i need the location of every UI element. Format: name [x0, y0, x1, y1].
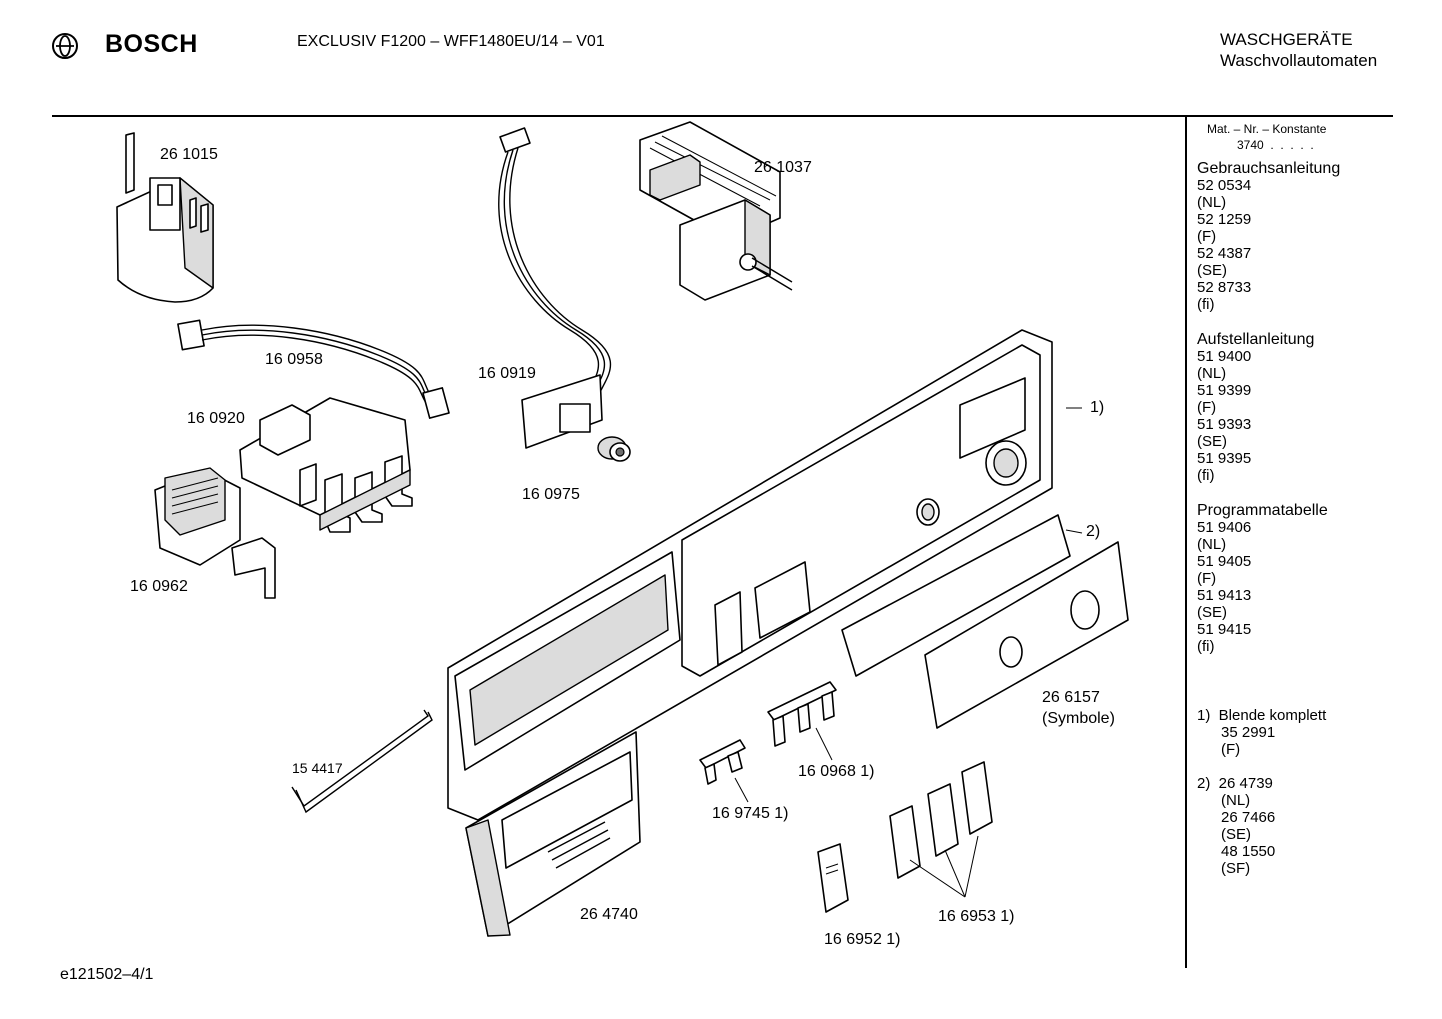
doc-number: 52 1259 — [1197, 211, 1252, 228]
note-label: 1) Blende komplett — [1197, 707, 1327, 724]
subcategory-title: Waschvollautomaten — [1220, 51, 1378, 70]
sidebar-section-gebrauchsanleitung: Gebrauchsanleitung 52 0534 (NL) 52 1259 … — [1197, 160, 1340, 313]
sidebar-note-2: 2) 26 4739 (NL) 26 7466 (SE) 48 1550 (SF… — [1197, 775, 1275, 877]
part-261037-control-module — [639, 121, 793, 301]
mat-number-value: 3740 . . . . . — [1237, 138, 1314, 152]
doc-language: (fi) — [1197, 296, 1215, 313]
label-169745: 16 9745 1) — [712, 805, 789, 822]
label-266157-note: (Symbole) — [1042, 710, 1115, 727]
part-160968-clips — [767, 681, 837, 747]
part-166953-buttons — [889, 761, 993, 879]
bosch-logo: BOSCH — [50, 30, 200, 62]
doc-language: (fi) — [1197, 638, 1215, 655]
note-line: (F) — [1221, 741, 1241, 758]
note-label: 2) 26 4739 — [1197, 775, 1273, 792]
part-261015-filter — [116, 132, 214, 303]
section-title: Aufstellanleitung — [1197, 331, 1315, 348]
part-160920-switch-block — [239, 397, 413, 533]
leader-lines — [734, 407, 1083, 898]
doc-language: (NL) — [1197, 365, 1227, 382]
doc-number: 51 9400 — [1197, 348, 1252, 365]
doc-language: (fi) — [1197, 467, 1215, 484]
part-266157-symbol-panel — [924, 541, 1129, 729]
doc-number: 52 8733 — [1197, 279, 1252, 296]
doc-language: (NL) — [1197, 536, 1227, 553]
part-154417-rod — [291, 709, 433, 814]
diagram-code: e121502–4/1 — [60, 966, 154, 983]
sidebar-section-programmatabelle: Programmatabelle 51 9406 (NL) 51 9405 (F… — [1197, 502, 1328, 655]
doc-number: 51 9413 — [1197, 587, 1252, 604]
label-166952: 16 6952 1) — [824, 931, 901, 948]
label-ref1: 1) — [1090, 399, 1105, 416]
doc-language: (SE) — [1197, 604, 1227, 621]
note-line: (SF) — [1221, 860, 1251, 877]
category-title: WASCHGERÄTE — [1220, 30, 1353, 49]
label-166953: 16 6953 1) — [938, 908, 1015, 925]
label-ref2: 2) — [1086, 523, 1101, 540]
part-160919-pcb-cable — [498, 127, 612, 449]
note-line: 35 2991 — [1221, 724, 1276, 741]
label-154417: 15 4417 — [292, 760, 343, 776]
label-160920: 16 0920 — [187, 410, 245, 427]
label-160962: 16 0962 — [130, 578, 188, 595]
label-261037: 26 1037 — [754, 159, 812, 176]
part-264740-drawer-front — [465, 731, 641, 937]
section-title: Gebrauchsanleitung — [1197, 160, 1341, 177]
label-160975: 16 0975 — [522, 486, 580, 503]
note-line: 26 7466 — [1221, 809, 1276, 826]
doc-language: (SE) — [1197, 262, 1227, 279]
note-line: 48 1550 — [1221, 843, 1276, 860]
label-264740: 26 4740 — [580, 906, 638, 923]
doc-number: 51 9415 — [1197, 621, 1252, 638]
doc-number: 51 9393 — [1197, 416, 1252, 433]
label-266157: 26 6157 — [1042, 689, 1100, 706]
sidebar-section-aufstellanleitung: Aufstellanleitung 51 9400 (NL) 51 9399 (… — [1197, 331, 1314, 484]
label-160968: 16 0968 1) — [798, 763, 875, 780]
part-160958-cable — [177, 319, 450, 419]
part-symbol-strip — [841, 514, 1071, 677]
part-160962-module — [154, 467, 276, 599]
doc-language: (NL) — [1197, 194, 1227, 211]
model-title: EXCLUSIV F1200 – WFF1480EU/14 – V01 — [297, 33, 605, 50]
sidebar-note-1: 1) Blende komplett 35 2991 (F) — [1197, 707, 1326, 758]
doc-number: 52 0534 — [1197, 177, 1252, 194]
note-line: (NL) — [1221, 792, 1251, 809]
part-166952-button — [817, 843, 849, 913]
label-160919: 16 0919 — [478, 365, 536, 382]
doc-number: 52 4387 — [1197, 245, 1252, 262]
part-control-panel — [447, 329, 1053, 821]
bosch-armature-icon — [52, 33, 78, 59]
doc-number: 51 9405 — [1197, 553, 1252, 570]
part-169745-clips — [699, 739, 746, 785]
doc-language: (F) — [1197, 570, 1217, 587]
section-title: Programmatabelle — [1197, 502, 1328, 519]
doc-language: (F) — [1197, 399, 1217, 416]
label-160958: 16 0958 — [265, 351, 323, 368]
label-261015: 26 1015 — [160, 146, 218, 163]
doc-number: 51 9399 — [1197, 382, 1252, 399]
doc-number: 51 9395 — [1197, 450, 1252, 467]
part-160975-knob — [597, 436, 631, 462]
doc-number: 51 9406 — [1197, 519, 1252, 536]
note-line: (SE) — [1221, 826, 1251, 843]
mat-number-header: Mat. – Nr. – Konstante — [1207, 122, 1327, 136]
doc-language: (SE) — [1197, 433, 1227, 450]
doc-language: (F) — [1197, 228, 1217, 245]
brand-name: BOSCH — [105, 30, 198, 58]
